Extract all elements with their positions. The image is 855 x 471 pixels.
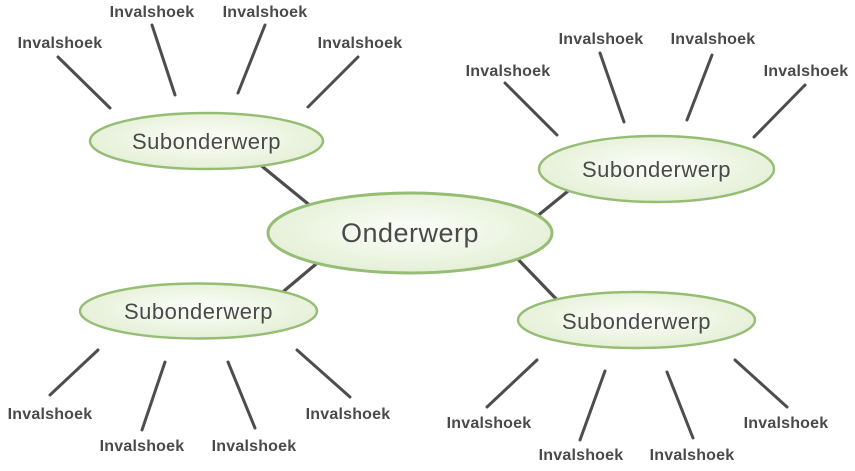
center-topic-ellipse [266, 191, 554, 275]
subtopic-label: Subonderwerp [582, 157, 731, 182]
spoke-line [665, 370, 695, 440]
subtopic-ellipse [537, 134, 776, 204]
subtopic-label: Subonderwerp [124, 299, 273, 324]
spoke-line [752, 83, 807, 139]
angle-label: Invalshoek [223, 4, 308, 21]
angle-label: Invalshoek [8, 406, 93, 423]
subtopic-ellipse [78, 282, 319, 340]
angle-label: Invalshoek [539, 447, 624, 464]
node-subtopic-top-right [537, 134, 776, 204]
angle-label: Invalshoek [18, 35, 103, 52]
spoke-line [48, 348, 100, 397]
subtopic-ellipse [88, 111, 325, 171]
spoke-line [295, 348, 352, 399]
subtopic-ellipse [516, 290, 757, 350]
angle-label: Invalshoek [764, 63, 849, 80]
spoke-line [306, 55, 360, 109]
angle-label: Invalshoek [650, 447, 735, 464]
node-center-topic [266, 191, 554, 275]
spoke-line [685, 53, 714, 122]
node-subtopic-top-left [88, 111, 325, 171]
spoke-line [503, 81, 559, 137]
spoke-line [598, 51, 626, 124]
subtopic-label: Subonderwerp [562, 309, 711, 334]
spoke-line [485, 358, 539, 409]
angle-label: Invalshoek [100, 438, 185, 455]
spoke-line [733, 358, 789, 409]
angle-label: Invalshoek [466, 63, 551, 80]
angle-label: Invalshoek [559, 31, 644, 48]
spoke-line [56, 55, 112, 110]
angle-label: Invalshoek [744, 415, 829, 432]
branch-line-bottom-left [276, 257, 324, 298]
spoke-lines [48, 23, 807, 442]
subtopic-label: Subonderwerp [132, 129, 281, 154]
angle-label: Invalshoek [110, 4, 195, 21]
angle-label: Invalshoek [306, 406, 391, 423]
spoke-line [578, 369, 607, 442]
spoke-line [140, 360, 167, 432]
angle-label: Invalshoek [671, 31, 756, 48]
spoke-line [226, 360, 257, 430]
spoke-line [150, 23, 177, 97]
angle-label: Invalshoek [447, 415, 532, 432]
node-subtopic-bottom-left [78, 282, 319, 340]
spoke-line [236, 23, 267, 95]
node-labels: Onderwerp Subonderwerp Subonderwerp Subo… [124, 129, 731, 334]
center-topic-label: Onderwerp [341, 218, 479, 248]
node-subtopic-bottom-right [516, 290, 757, 350]
nodes [78, 111, 776, 350]
angle-label: Invalshoek [318, 35, 403, 52]
angle-labels: Invalshoek Invalshoek Invalshoek Invalsh… [8, 4, 849, 464]
angle-label: Invalshoek [212, 438, 297, 455]
